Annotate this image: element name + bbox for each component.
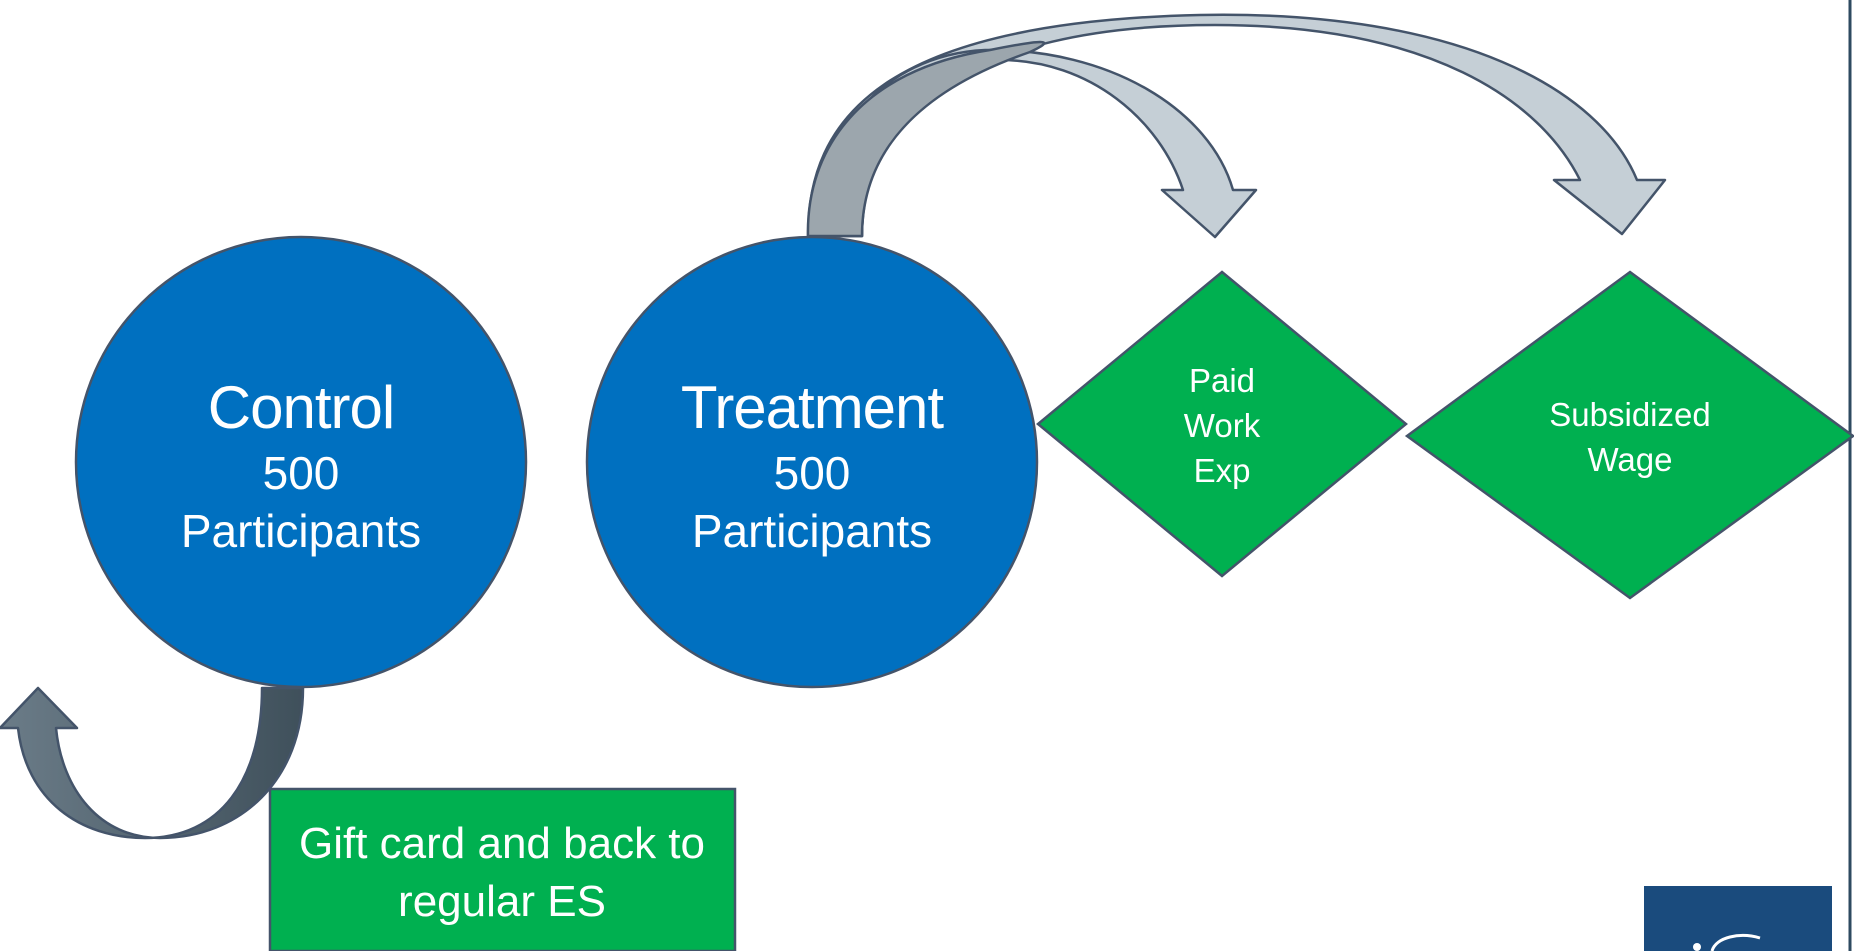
control-title: Control	[208, 374, 394, 441]
gift-card-line1: Gift card and back to	[299, 819, 705, 868]
control-count: 500	[263, 447, 340, 499]
subsidized-line1: Subsidized	[1549, 396, 1710, 433]
gift-card-line2: regular ES	[398, 877, 606, 926]
gift-card-box	[268, 787, 737, 951]
paid-work-line2: Work	[1184, 407, 1261, 444]
subsidized-line2: Wage	[1588, 441, 1673, 478]
treatment-count: 500	[774, 447, 851, 499]
paid-work-line3: Exp	[1194, 452, 1251, 489]
paid-work-diamond	[1036, 270, 1408, 578]
paid-work-line1: Paid	[1189, 362, 1255, 399]
organization-logo	[1644, 886, 1832, 951]
control-unit: Participants	[181, 505, 421, 557]
treatment-title: Treatment	[681, 374, 945, 441]
treatment-circle	[585, 235, 1039, 689]
arrow-base-treatment	[806, 40, 1046, 238]
arrow-control-uturn	[0, 686, 305, 840]
subsidized-wage-diamond	[1404, 270, 1854, 600]
treatment-unit: Participants	[692, 505, 932, 557]
